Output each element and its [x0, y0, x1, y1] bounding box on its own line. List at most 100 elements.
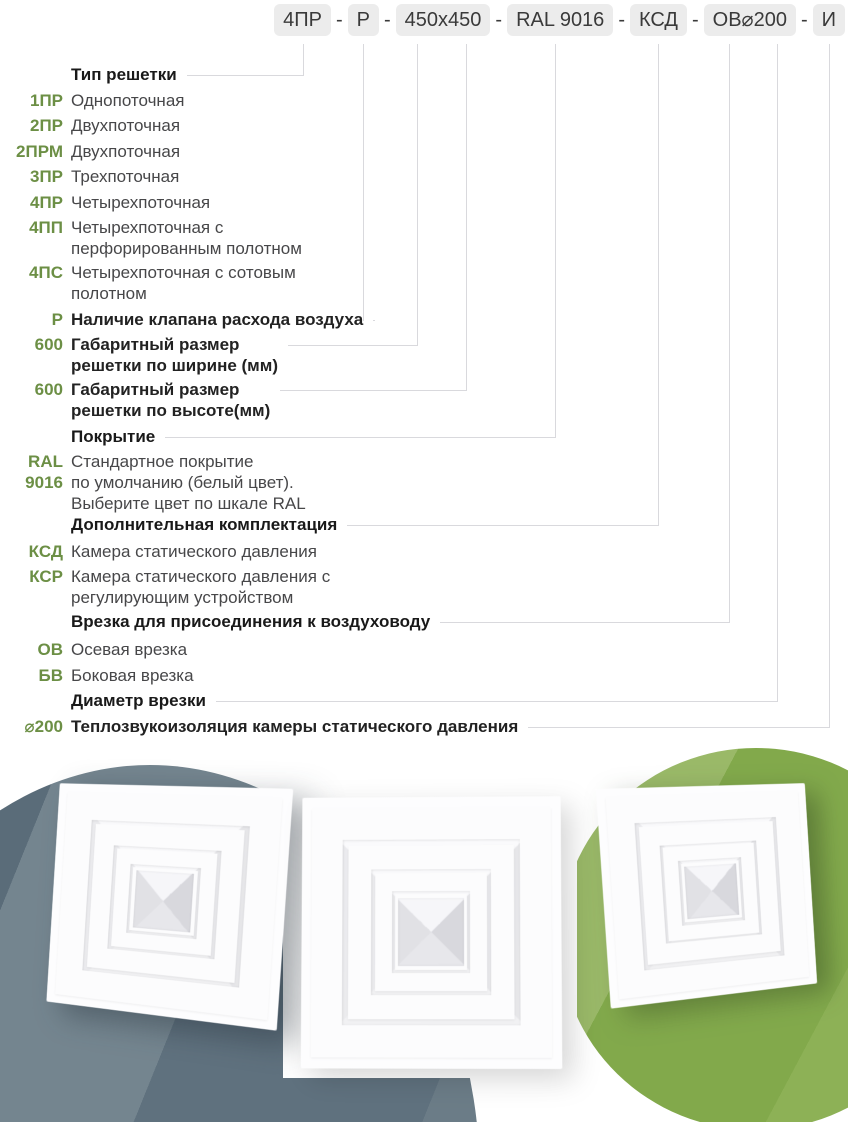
connector-line	[528, 727, 829, 728]
diffuser-flat-frame	[347, 845, 515, 1020]
diffuser-cone-ring	[634, 816, 785, 970]
connector-line	[828, 44, 830, 728]
order-code-segment: И	[812, 4, 845, 36]
order-code-separator: -	[495, 8, 503, 31]
legend-header: Покрытие	[8, 426, 788, 447]
legend-row: 2ПР Двухпоточная	[8, 115, 788, 136]
order-code-separator: -	[335, 8, 343, 31]
legend-desc: Камера статического давления с регулирую…	[71, 567, 331, 607]
legend-code	[8, 64, 63, 85]
diffuser-cone-ring	[677, 857, 745, 926]
diffuser-flat-frame	[374, 873, 488, 992]
diffuser-flat-frame	[55, 792, 283, 1020]
legend-code: 2ПР	[29, 116, 63, 135]
order-code-segment: 4ПР	[274, 4, 331, 36]
order-code-segment: Р	[347, 4, 379, 36]
legend-code: КСР	[29, 567, 63, 586]
connector-line	[165, 437, 555, 438]
diffuser-flat-frame	[110, 848, 218, 956]
legend-code: ⌀200	[24, 717, 63, 736]
legend-code: 3ПР	[29, 167, 63, 186]
legend-desc: Двухпоточная	[71, 142, 181, 161]
order-code-bar: 4ПР - Р - 450х450 - RAL 9016 - КСД - ОВ⌀…	[274, 4, 845, 36]
diffuser-photo-left	[46, 783, 294, 1031]
connector-line	[186, 75, 303, 76]
connector-line	[440, 622, 729, 623]
legend-desc: Наличие клапана расхода воздуха	[71, 310, 364, 329]
legend-header: Дополнительная комплектация	[8, 514, 788, 535]
order-code-separator: -	[691, 8, 699, 31]
diffuser-flat-frame	[639, 820, 781, 966]
diffuser-cone-ring	[371, 869, 492, 995]
order-code-segment: RAL 9016	[507, 4, 614, 36]
legend-header-label: Врезка для присоединения к воздуховоду	[71, 612, 431, 631]
diffuser-cone-ring	[107, 845, 222, 960]
legend-desc: Теплозвукоизоляция камеры статического д…	[71, 717, 519, 736]
diffuser-cone-ring	[126, 864, 201, 940]
legend-header: Тип решетки	[8, 64, 788, 85]
legend-desc: Четырехпоточная	[71, 193, 211, 212]
legend-code: 4ПС	[29, 263, 63, 282]
connector-line	[777, 44, 779, 702]
legend-desc: Трехпоточная	[71, 167, 180, 186]
diffuser-flat-frame	[605, 791, 810, 999]
connector-line	[465, 44, 467, 391]
legend-code: 600	[34, 335, 63, 354]
diffuser-flat-frame	[86, 824, 245, 983]
order-code-separator: -	[618, 8, 625, 31]
diffuser-cone-ring	[342, 839, 521, 1025]
diffuser-cone-ring	[82, 819, 251, 988]
diffuser-flat-frame	[663, 843, 759, 941]
diffuser-flat-frame	[394, 894, 468, 971]
legend-desc: Осевая врезка	[71, 640, 188, 659]
legend-desc: Двухпоточная	[71, 116, 181, 135]
legend-row: 1ПР Однопоточная	[8, 90, 788, 111]
legend-row: 4ПС Четырехпоточная с сотовым полотном	[8, 262, 788, 304]
legend-code: БВ	[38, 666, 64, 685]
connector-line	[280, 390, 466, 391]
legend-desc: Однопоточная	[71, 91, 185, 110]
legend-code	[8, 611, 63, 632]
legend-row: КСР Камера статического давления с регули…	[8, 566, 788, 608]
legend-row: 3ПР Трехпоточная	[8, 166, 788, 187]
order-code-segment: 450х450	[395, 4, 491, 36]
legend-desc: Четырехпоточная с сотовым полотном	[71, 263, 296, 303]
diffuser-flat-frame	[680, 859, 743, 923]
legend-code	[8, 426, 63, 447]
connector-line	[347, 525, 659, 526]
connector-line	[728, 44, 730, 623]
connector-line	[658, 44, 660, 526]
connector-line	[417, 44, 419, 346]
diffuser-flat-frame	[129, 866, 198, 936]
legend-header-label: Тип решетки	[71, 65, 177, 84]
connector-line	[373, 320, 376, 321]
diffuser-flat-frame	[311, 807, 552, 1058]
legend-desc: Габаритный размер решетки по высоте(мм)	[71, 380, 271, 420]
legend-code: 600	[34, 380, 63, 399]
legend-code: КСД	[28, 542, 63, 561]
legend-desc: Камера статического давления	[71, 542, 317, 561]
diffuser-center-pyramid	[398, 897, 464, 967]
legend-code: 1ПР	[29, 91, 63, 110]
legend-desc: Габаритный размер решетки по ширине (мм)	[71, 335, 278, 375]
legend-desc: Четырехпоточная с перфорированным полотн…	[71, 218, 302, 258]
legend-row: 600 Габаритный размер решетки по ширине (…	[8, 334, 788, 376]
legend-code: ОВ	[37, 640, 64, 659]
order-code-segment: КСД	[629, 4, 687, 36]
connector-line	[215, 701, 778, 702]
order-code-separator: -	[800, 8, 808, 31]
connector-line	[288, 345, 418, 346]
legend-header-label: Покрытие	[71, 427, 156, 446]
legend-code	[8, 514, 63, 535]
legend-row: КСД Камера статического давления	[8, 541, 788, 562]
diffuser-center-pyramid	[132, 870, 195, 933]
legend-header: Диаметр врезки	[8, 690, 788, 711]
legend-row: 4ПР Четырехпоточная	[8, 192, 788, 213]
legend-row: ОВ Осевая врезка	[8, 639, 788, 660]
legend-code: 4ПР	[29, 193, 63, 212]
